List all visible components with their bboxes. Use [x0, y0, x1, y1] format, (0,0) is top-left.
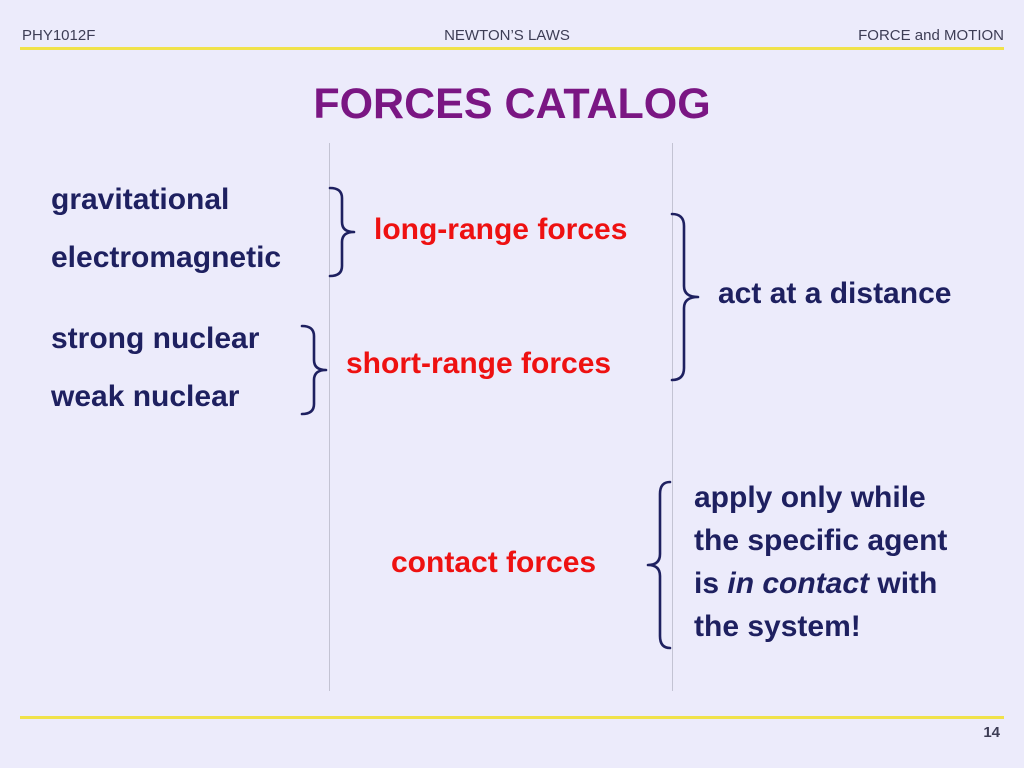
- label-contact-forces: contact forces: [391, 546, 597, 579]
- contact-line-3-prefix: is: [694, 567, 728, 600]
- slide-title: FORCES CATALOG: [313, 80, 711, 128]
- force-weak-nuclear: weak nuclear: [51, 380, 240, 413]
- column-divider-right: [672, 143, 673, 691]
- label-long-range-forces: long-range forces: [374, 213, 628, 246]
- contact-description-line-1: apply only while: [694, 481, 926, 514]
- contact-line-3-suffix: with: [869, 567, 938, 600]
- label-act-at-a-distance: act at a distance: [718, 277, 952, 310]
- contact-description: apply only while the specific agent is i…: [694, 476, 947, 648]
- force-gravitational: gravitational: [51, 183, 230, 216]
- brace-act-at-distance: [670, 212, 700, 382]
- label-short-range-forces: short-range forces: [346, 347, 612, 380]
- force-strong-nuclear: strong nuclear: [51, 322, 260, 355]
- topic-label: NEWTON’S LAWS: [444, 27, 570, 44]
- column-divider-left: [329, 143, 330, 691]
- brace-long-range-group: [328, 186, 356, 278]
- brace-contact-description: [646, 480, 672, 650]
- brace-short-range-group: [300, 324, 328, 416]
- contact-description-line-3: is in contact with: [694, 562, 947, 605]
- course-code: PHY1012F: [22, 27, 96, 44]
- force-electromagnetic: electromagnetic: [51, 241, 282, 274]
- footer-rule: [20, 716, 1004, 719]
- contact-emphasis: in contact: [727, 567, 870, 600]
- header-rule: [20, 47, 1004, 50]
- contact-description-line-4: the system!: [694, 610, 861, 643]
- section-label: FORCE and MOTION: [858, 27, 1004, 44]
- page-number: 14: [983, 724, 1000, 741]
- contact-description-line-2: the specific agent: [694, 524, 948, 557]
